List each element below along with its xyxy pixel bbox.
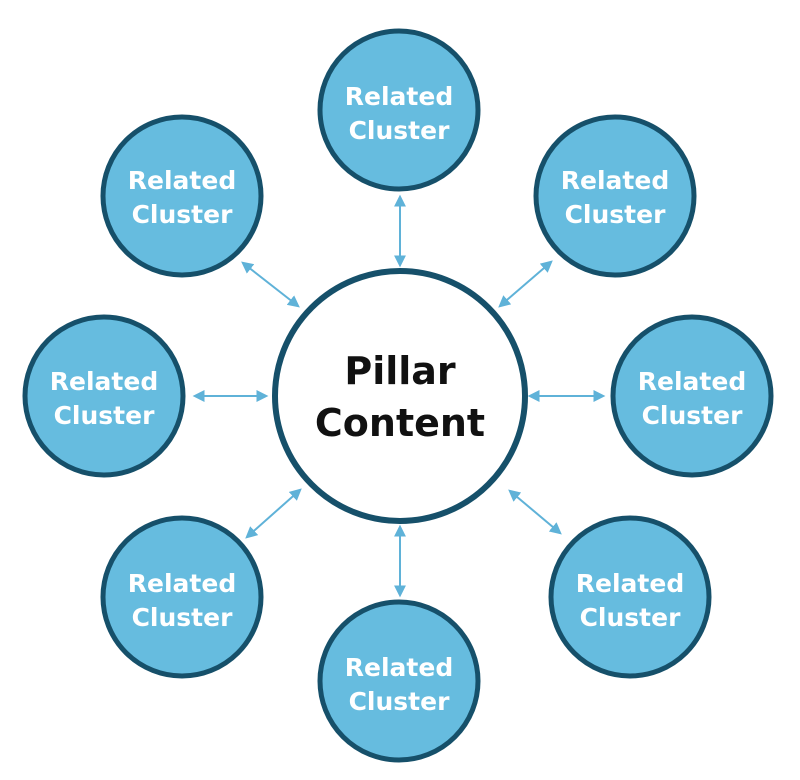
cluster-node: Related Cluster <box>100 114 264 278</box>
connector-top-left <box>241 261 300 308</box>
cluster-label-line2: Cluster <box>132 200 234 229</box>
cluster-node: Related Cluster <box>22 314 186 478</box>
cluster-label-line1: Related <box>345 653 453 682</box>
cluster-node: Related Cluster <box>317 28 481 192</box>
cluster-label-line2: Cluster <box>565 200 667 229</box>
cluster-node: Related Cluster <box>317 599 481 763</box>
cluster-label-line1: Related <box>561 166 669 195</box>
connector-bottom-left <box>245 488 302 539</box>
cluster-label-line1: Related <box>638 367 746 396</box>
cluster-circle <box>100 515 264 679</box>
cluster-label-line1: Related <box>128 166 236 195</box>
cluster-label-line1: Related <box>576 569 684 598</box>
cluster-circle <box>548 515 712 679</box>
cluster-label-line2: Cluster <box>349 116 451 145</box>
connector-top-right <box>498 260 553 308</box>
cluster-node: Related Cluster <box>533 114 697 278</box>
cluster-circle <box>610 314 774 478</box>
cluster-node: Related Cluster <box>548 515 712 679</box>
cluster-label-line1: Related <box>50 367 158 396</box>
pillar-content-label-line1: Pillar <box>344 349 456 393</box>
pillar-content-node: Pillar Content <box>272 268 528 524</box>
cluster-circle <box>100 114 264 278</box>
cluster-label-line1: Related <box>128 569 236 598</box>
cluster-label-line2: Cluster <box>54 401 156 430</box>
pillar-content-label-line2: Content <box>315 401 485 445</box>
cluster-node: Related Cluster <box>610 314 774 478</box>
cluster-label-line1: Related <box>345 82 453 111</box>
pillar-content-circle <box>272 268 528 524</box>
connectors <box>192 194 606 598</box>
cluster-circle <box>317 599 481 763</box>
cluster-label-line2: Cluster <box>642 401 744 430</box>
connector-bottom-right <box>508 489 562 535</box>
cluster-node: Related Cluster <box>100 515 264 679</box>
cluster-circle <box>317 28 481 192</box>
cluster-circle <box>533 114 697 278</box>
cluster-label-line2: Cluster <box>132 603 234 632</box>
cluster-label-line2: Cluster <box>580 603 682 632</box>
cluster-label-line2: Cluster <box>349 687 451 716</box>
cluster-circle <box>22 314 186 478</box>
